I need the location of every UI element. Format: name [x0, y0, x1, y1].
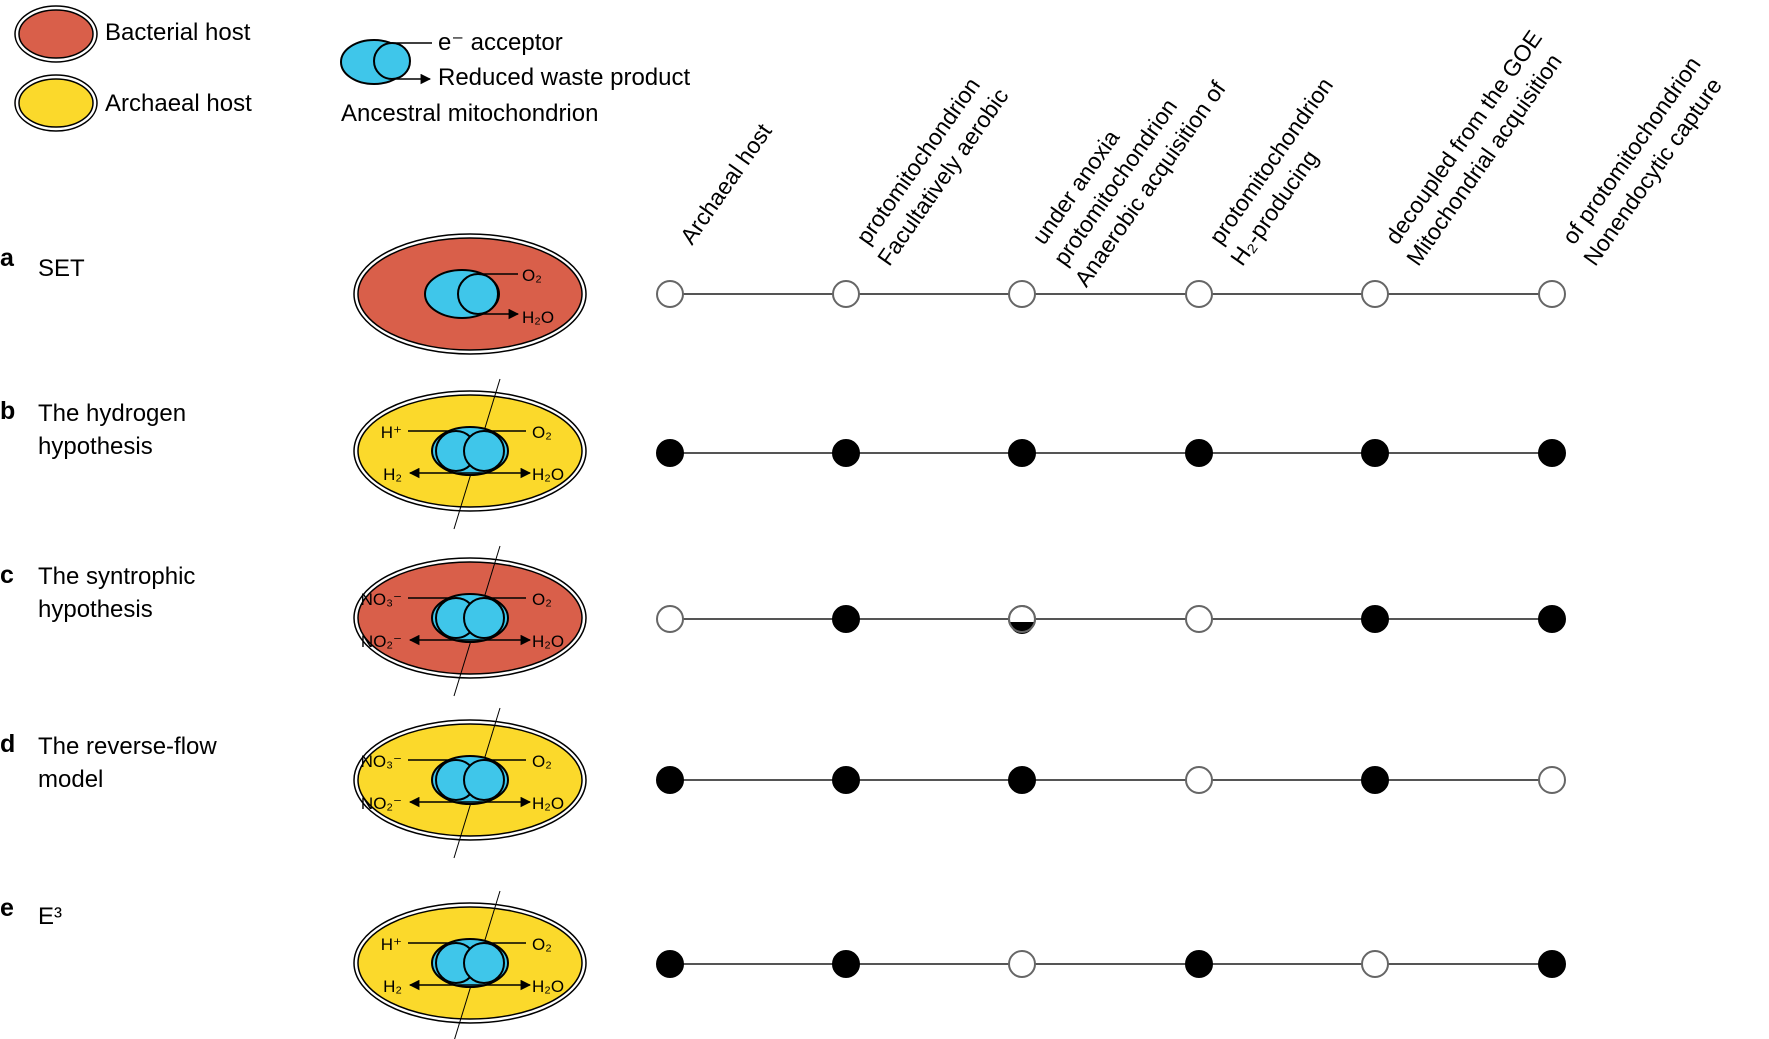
- row-d-right-top: O₂: [532, 752, 552, 771]
- row-a-marker-2: [832, 280, 860, 308]
- row-e-marker-1: [656, 950, 684, 978]
- legend-e-acceptor: e⁻ acceptor: [438, 29, 563, 56]
- row-d-left-top: NO₃⁻: [361, 752, 402, 771]
- legend-ancestral-mito: Ancestral mitochondrion: [341, 100, 598, 127]
- row-e-right-top: O₂: [532, 935, 552, 954]
- row-e-marker-4: [1185, 950, 1213, 978]
- column-header-5-line-2: decoupled from the GOE: [1380, 26, 1547, 249]
- row-b-cell: H⁺ H₂ O₂ H₂O: [353, 378, 587, 530]
- row-c-marker-3: [1008, 605, 1036, 634]
- legend-mitochondrion: e⁻ acceptor Reduced waste product Ancest…: [340, 29, 690, 127]
- row-a-letter: a: [0, 244, 15, 272]
- row-e-marker-3: [1008, 950, 1036, 978]
- row-d-marker-5: [1361, 766, 1389, 794]
- row-b-letter: b: [0, 397, 15, 425]
- row-e-marker-6: [1538, 950, 1566, 978]
- row-c-right-top: O₂: [532, 590, 552, 609]
- row-b-right-top: O₂: [532, 423, 552, 442]
- row-a-marker-1: [656, 280, 684, 308]
- column-header-1-line-1: Archaeal host: [675, 118, 777, 249]
- row-d-label-line-2: model: [38, 766, 103, 793]
- row-b: b The hydrogen hypothesis H⁺ H₂ O₂ H₂O: [0, 378, 1566, 530]
- row-c: c The syntrophic hypothesis NO₃⁻ NO₂⁻ O₂ H₂O: [0, 545, 1566, 697]
- row-d-marker-6: [1538, 766, 1566, 794]
- row-b-left-top: H⁺: [381, 423, 402, 442]
- row-a-right-top: O₂: [522, 266, 542, 285]
- legend-bacterial-label: Bacterial host: [105, 19, 251, 46]
- row-b-marker-4: [1185, 439, 1213, 467]
- row-a-marker-5: [1361, 280, 1389, 308]
- row-d: d The reverse-flow model NO₃⁻ NO₂⁻ O₂ H₂O: [0, 707, 1566, 859]
- row-d-marker-2: [832, 766, 860, 794]
- row-d-label-line-1: The reverse-flow: [38, 733, 217, 760]
- row-d-right-bottom: H₂O: [532, 794, 564, 813]
- legend-reduced-waste: Reduced waste product: [438, 64, 690, 91]
- row-c-marker-1: [656, 605, 684, 633]
- row-e-label-line-1: E³: [38, 903, 62, 930]
- row-e-letter: e: [0, 894, 14, 922]
- row-c-marker-6: [1538, 605, 1566, 633]
- legend-archaeal: Archaeal host: [14, 74, 252, 132]
- bacterial-host-swatch: [18, 9, 94, 59]
- row-b-marker-5: [1361, 439, 1389, 467]
- row-c-label-line-2: hypothesis: [38, 596, 153, 623]
- row-d-cell: NO₃⁻ NO₂⁻ O₂ H₂O: [353, 707, 587, 859]
- row-e-cell: H⁺ H₂ O₂ H₂O: [353, 890, 587, 1039]
- row-e-marker-5: [1361, 950, 1389, 978]
- row-c-left-bottom: NO₂⁻: [361, 632, 402, 651]
- row-a-marker-4: [1185, 280, 1213, 308]
- row-e-marker-2: [832, 950, 860, 978]
- row-d-left-bottom: NO₂⁻: [361, 794, 402, 813]
- row-a-marker-3: [1008, 280, 1036, 308]
- row-b-marker-2: [832, 439, 860, 467]
- row-c-letter: c: [0, 561, 14, 589]
- row-d-marker-1: [656, 766, 684, 794]
- row-b-label-line-1: The hydrogen: [38, 400, 186, 427]
- column-header-5-line-1: Mitochondrial acquisition: [1401, 49, 1567, 270]
- row-e-left-bottom: H₂: [383, 977, 402, 996]
- row-b-marker-1: [656, 439, 684, 467]
- row-a-right-bottom: H₂O: [522, 308, 554, 327]
- row-b-marker-3: [1008, 439, 1036, 467]
- row-c-right-bottom: H₂O: [532, 632, 564, 651]
- row-a-label-line-1: SET: [38, 255, 85, 282]
- legend-archaeal-label: Archaeal host: [105, 90, 252, 117]
- row-c-marker-5: [1361, 605, 1389, 633]
- row-d-marker-4: [1185, 766, 1213, 794]
- row-d-letter: d: [0, 730, 15, 758]
- row-d-marker-3: [1008, 766, 1036, 794]
- row-c-cell: NO₃⁻ NO₂⁻ O₂ H₂O: [353, 545, 587, 697]
- row-a: a SET O₂ H₂O: [0, 233, 1566, 355]
- row-b-label-line-2: hypothesis: [38, 433, 153, 460]
- row-b-right-bottom: H₂O: [532, 465, 564, 484]
- row-a-cell: O₂ H₂O: [353, 233, 587, 355]
- row-e-left-top: H⁺: [381, 935, 402, 954]
- row-a-marker-6: [1538, 280, 1566, 308]
- row-b-marker-6: [1538, 439, 1566, 467]
- row-c-label-line-1: The syntrophic: [38, 563, 195, 590]
- row-c-marker-4: [1185, 605, 1213, 633]
- row-b-left-bottom: H₂: [383, 465, 402, 484]
- row-c-left-top: NO₃⁻: [361, 590, 402, 609]
- archaeal-host-swatch: [18, 78, 94, 128]
- legend-bacterial: Bacterial host: [14, 5, 251, 63]
- row-e: e E³ H⁺ H₂ O₂ H₂O: [0, 890, 1566, 1039]
- row-e-right-bottom: H₂O: [532, 977, 564, 996]
- row-c-marker-2: [832, 605, 860, 633]
